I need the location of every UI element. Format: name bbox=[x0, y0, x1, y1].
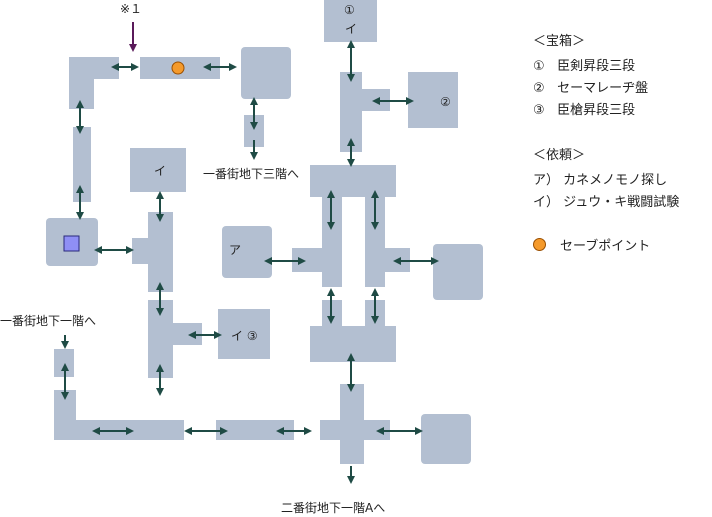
room-2 bbox=[408, 72, 458, 128]
room-center-hub-arm bbox=[132, 238, 152, 264]
room-right-hub-bottom bbox=[310, 326, 396, 362]
room-i3-marker: イ ③ bbox=[231, 329, 258, 343]
legend: ＜宝箱＞ ① 臣剣昇段三段 ② セーマレーヂ盤 ③ 臣槍昇段三段 ＜依頼＞ ア）… bbox=[533, 30, 679, 258]
save-point-icon bbox=[171, 61, 185, 75]
room-left-column bbox=[73, 127, 91, 202]
treasure-legend-title: ＜宝箱＞ bbox=[533, 34, 586, 49]
room-2-marker: ② bbox=[440, 95, 451, 109]
room-top-right bbox=[241, 47, 291, 99]
request-item: イ） ジュウ・キ戦闘試験 bbox=[533, 192, 679, 214]
room-top-1 bbox=[324, 0, 377, 42]
save-point-legend-text: セーブポイント bbox=[560, 239, 651, 254]
treasure-item: ③ 臣槍昇段三段 bbox=[533, 100, 679, 122]
room-top-corridor bbox=[69, 57, 119, 79]
note-marker: ※１ bbox=[120, 2, 142, 16]
treasure-item-text: 臣剣昇段三段 bbox=[557, 59, 636, 74]
request-legend-title: ＜依頼＞ bbox=[533, 148, 586, 163]
save-point-legend: セーブポイント bbox=[533, 236, 679, 258]
room-a bbox=[222, 226, 272, 278]
room-i-top-marker: イ bbox=[154, 164, 166, 178]
start-square-icon bbox=[63, 235, 80, 252]
request-item-mark: ア） bbox=[533, 173, 560, 188]
room-stub-below-top-right bbox=[244, 115, 264, 147]
request-item-text: ジュウ・キ戦闘試験 bbox=[563, 195, 680, 210]
treasure-item-text: セーマレーヂ盤 bbox=[557, 81, 649, 96]
room-bottom-right bbox=[421, 414, 471, 464]
treasure-item-mark: ① bbox=[533, 59, 545, 74]
room-i-top bbox=[130, 148, 186, 192]
room-1-request-marker: イ bbox=[345, 22, 357, 36]
room-bottom-junction bbox=[340, 384, 364, 464]
room-i3 bbox=[218, 309, 270, 359]
request-item-mark: イ） bbox=[533, 195, 560, 210]
treasure-item-mark: ③ bbox=[533, 103, 545, 118]
rooms bbox=[46, 0, 483, 464]
connections bbox=[61, 22, 439, 484]
treasure-item-mark: ② bbox=[533, 81, 545, 96]
request-item: ア） カネメノモノ探し bbox=[533, 170, 679, 192]
room-far-right bbox=[433, 244, 483, 300]
treasure-item-text: 臣槍昇段三段 bbox=[557, 103, 636, 118]
room-bottom-corridor-2 bbox=[216, 420, 294, 440]
room-mid-arm bbox=[150, 323, 202, 345]
room-center-hub bbox=[148, 212, 173, 292]
save-point-legend-icon bbox=[533, 238, 546, 251]
treasure-item: ② セーマレーヂ盤 bbox=[533, 78, 679, 100]
exit-third-floor-label: 一番街地下三階へ bbox=[203, 166, 299, 181]
exit-first-floor-label: 一番街地下一階へ bbox=[0, 313, 96, 328]
exit-bottom-label: 二番街地下一階Aへ bbox=[281, 500, 385, 515]
room-a-marker: ア bbox=[229, 243, 241, 257]
treasure-item: ① 臣剣昇段三段 bbox=[533, 56, 679, 78]
room-right-hub-top bbox=[310, 165, 396, 197]
room-1-marker: ① bbox=[344, 3, 355, 17]
request-item-text: カネメノモノ探し bbox=[563, 173, 668, 188]
